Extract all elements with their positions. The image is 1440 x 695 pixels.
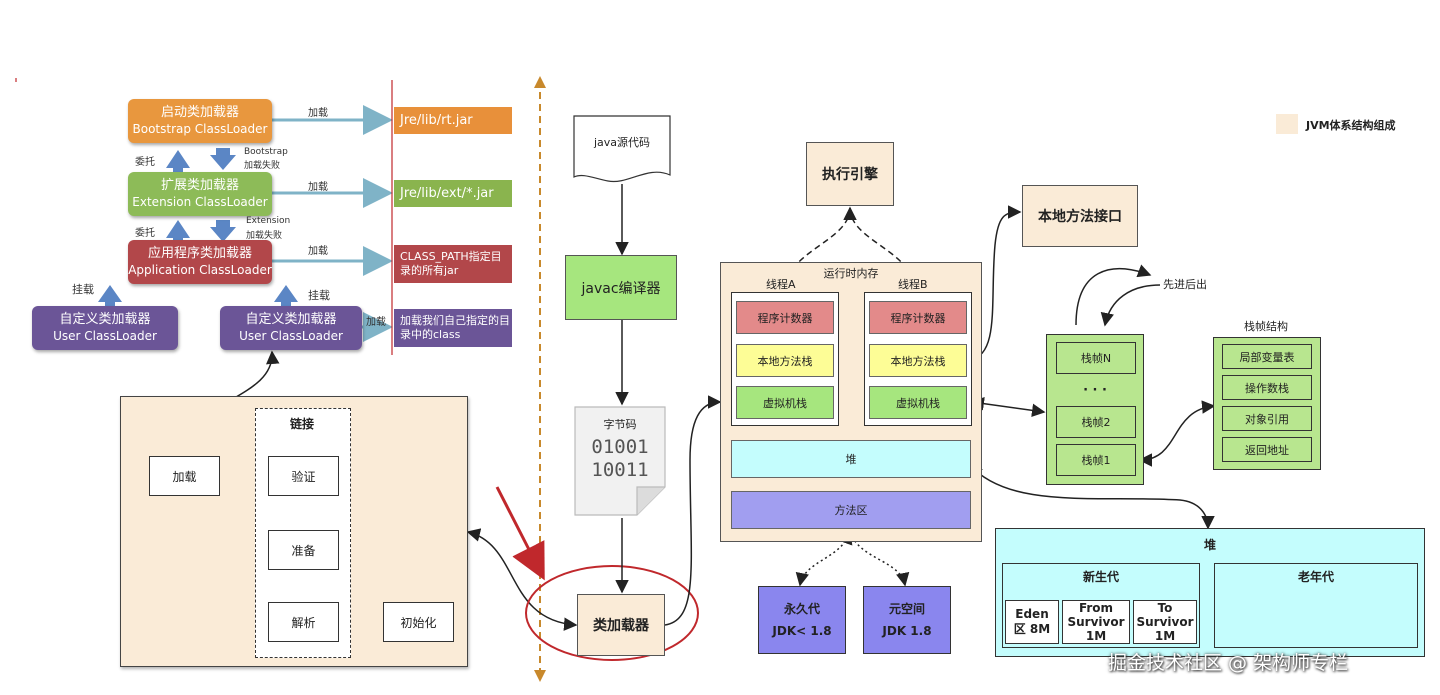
delegation-arrows bbox=[98, 148, 298, 306]
to-survivor: To Survivor 1M bbox=[1133, 600, 1197, 644]
native-stack-a: 本地方法栈 bbox=[736, 344, 834, 377]
bootstrap-cn: 启动类加载器 bbox=[160, 105, 239, 120]
eden-label-2: 区 8M bbox=[1013, 622, 1051, 636]
permgen-box: 永久代 JDK< 1.8 bbox=[758, 586, 846, 654]
pc-register-a: 程序计数器 bbox=[736, 301, 834, 334]
bootstrap-fail-label-2: 加载失败 bbox=[244, 161, 281, 171]
user-classloader-1: 自定义类加载器 User ClassLoader bbox=[32, 306, 178, 350]
load-label-3: 加载 bbox=[308, 246, 328, 257]
extension-classloader: 扩展类加载器 Extension ClassLoader bbox=[128, 172, 272, 216]
metaspace-box: 元空间 JDK 1.8 bbox=[863, 586, 951, 654]
application-cn: 应用程序类加载器 bbox=[147, 246, 252, 261]
bytecode-label: 字节码 bbox=[603, 418, 637, 431]
bootstrap-fail-label-1: Bootstrap bbox=[244, 147, 288, 157]
classpath-jar-path: CLASS_PATH指定目录的所有jar bbox=[394, 245, 512, 283]
frame-2: 栈帧2 bbox=[1056, 406, 1136, 438]
lifo-label: 先进后出 bbox=[1163, 278, 1207, 291]
source-code-doc bbox=[573, 115, 671, 183]
from-label-2: Survivor bbox=[1067, 615, 1125, 629]
metaspace-label: 元空间 bbox=[888, 602, 925, 616]
thread-b-label: 线程B bbox=[898, 276, 928, 292]
class-loader-box: 类加载器 bbox=[577, 594, 665, 656]
native-stack-b: 本地方法栈 bbox=[869, 344, 967, 377]
delegate-label-1: 委托 bbox=[135, 157, 155, 168]
bootstrap-classloader: 启动类加载器 Bootstrap ClassLoader bbox=[128, 99, 272, 143]
metaspace-version: JDK 1.8 bbox=[882, 624, 932, 638]
object-reference: 对象引用 bbox=[1222, 406, 1312, 431]
local-variable-table: 局部变量表 bbox=[1222, 344, 1312, 369]
execution-engine: 执行引擎 bbox=[806, 142, 894, 206]
classloader-highlight bbox=[525, 565, 699, 661]
bytecode-file-icon bbox=[574, 406, 666, 516]
lifecycle-prepare: 准备 bbox=[268, 530, 339, 570]
native-method-interface: 本地方法接口 bbox=[1022, 185, 1138, 247]
permgen-version: JDK< 1.8 bbox=[772, 624, 832, 638]
from-survivor: From Survivor 1M bbox=[1062, 600, 1130, 644]
javac-compiler: javac编译器 bbox=[565, 255, 677, 320]
mount-label-2: 挂载 bbox=[308, 289, 330, 302]
frame-n: 栈帧N bbox=[1056, 342, 1136, 374]
from-label-3: 1M bbox=[1085, 629, 1107, 643]
from-label-1: From bbox=[1078, 601, 1114, 615]
user-classloader-2: 自定义类加载器 User ClassLoader bbox=[220, 306, 362, 350]
user1-en: User ClassLoader bbox=[53, 329, 157, 343]
method-area: 方法区 bbox=[731, 491, 971, 529]
young-generation bbox=[1002, 563, 1200, 648]
application-en: Application ClassLoader bbox=[128, 263, 272, 277]
old-generation-label: 老年代 bbox=[1297, 570, 1334, 584]
bootstrap-en: Bootstrap ClassLoader bbox=[132, 122, 268, 136]
user1-cn: 自定义类加载器 bbox=[59, 312, 151, 327]
pc-register-b: 程序计数器 bbox=[869, 301, 967, 334]
lifecycle-resolve: 解析 bbox=[268, 602, 339, 642]
operand-stack: 操作数栈 bbox=[1222, 375, 1312, 400]
extension-fail-label-2: 加载失败 bbox=[246, 231, 283, 241]
user2-cn: 自定义类加载器 bbox=[245, 312, 337, 327]
watermark: 掘金技术社区 @ 架构师专栏 bbox=[1108, 652, 1349, 674]
young-generation-label: 新生代 bbox=[1082, 570, 1119, 584]
heap-detail-title: 堆 bbox=[1203, 538, 1216, 552]
thread-a-label: 线程A bbox=[766, 276, 796, 292]
bytecode-bits-1: 01001 bbox=[591, 436, 649, 458]
lifecycle-load: 加载 bbox=[149, 456, 220, 496]
load-arrows bbox=[272, 105, 393, 342]
link-title: 链接 bbox=[290, 417, 315, 431]
heap-area: 堆 bbox=[731, 440, 971, 478]
lifecycle-verify: 验证 bbox=[268, 456, 339, 496]
permgen-label: 永久代 bbox=[783, 602, 820, 616]
frame-1: 栈帧1 bbox=[1056, 444, 1136, 476]
legend-swatch bbox=[1276, 114, 1298, 134]
mount-label-1: 挂载 bbox=[72, 283, 94, 296]
source-code-label: java源代码 bbox=[593, 136, 651, 149]
legend-label: JVM体系结构组成 bbox=[1306, 119, 1396, 132]
eden-space: Eden 区 8M bbox=[1005, 600, 1059, 644]
ext-jar-path: Jre/lib/ext/*.jar bbox=[394, 180, 512, 207]
vm-stack-b: 虚拟机栈 bbox=[869, 386, 967, 419]
frame-structure-title: 栈帧结构 bbox=[1244, 320, 1288, 333]
load-label-4: 加载 bbox=[366, 317, 386, 328]
frame-ellipsis: · · · bbox=[1083, 383, 1107, 398]
to-label-2: Survivor bbox=[1136, 615, 1194, 629]
bytecode-bits-2: 10011 bbox=[591, 459, 649, 481]
application-classloader: 应用程序类加载器 Application ClassLoader bbox=[128, 240, 272, 284]
load-label-1: 加载 bbox=[308, 108, 328, 119]
runtime-memory-title: 运行时内存 bbox=[823, 267, 879, 280]
extension-fail-label-1: Extension bbox=[246, 216, 291, 226]
extension-en: Extension ClassLoader bbox=[132, 195, 268, 209]
old-generation bbox=[1214, 563, 1418, 648]
rt-jar-path: Jre/lib/rt.jar bbox=[394, 107, 512, 134]
custom-class-path: 加载我们自己指定的目录中的class bbox=[394, 309, 512, 347]
return-address: 返回地址 bbox=[1222, 437, 1312, 462]
to-label-1: To bbox=[1157, 601, 1173, 615]
lifecycle-init: 初始化 bbox=[383, 602, 454, 642]
delegate-label-2: 委托 bbox=[135, 228, 155, 239]
extension-cn: 扩展类加载器 bbox=[160, 178, 239, 193]
load-label-2: 加载 bbox=[308, 182, 328, 193]
eden-label-1: Eden bbox=[1015, 607, 1049, 621]
vm-stack-a: 虚拟机栈 bbox=[736, 386, 834, 419]
to-label-3: 1M bbox=[1154, 629, 1176, 643]
user2-en: User ClassLoader bbox=[239, 329, 343, 343]
